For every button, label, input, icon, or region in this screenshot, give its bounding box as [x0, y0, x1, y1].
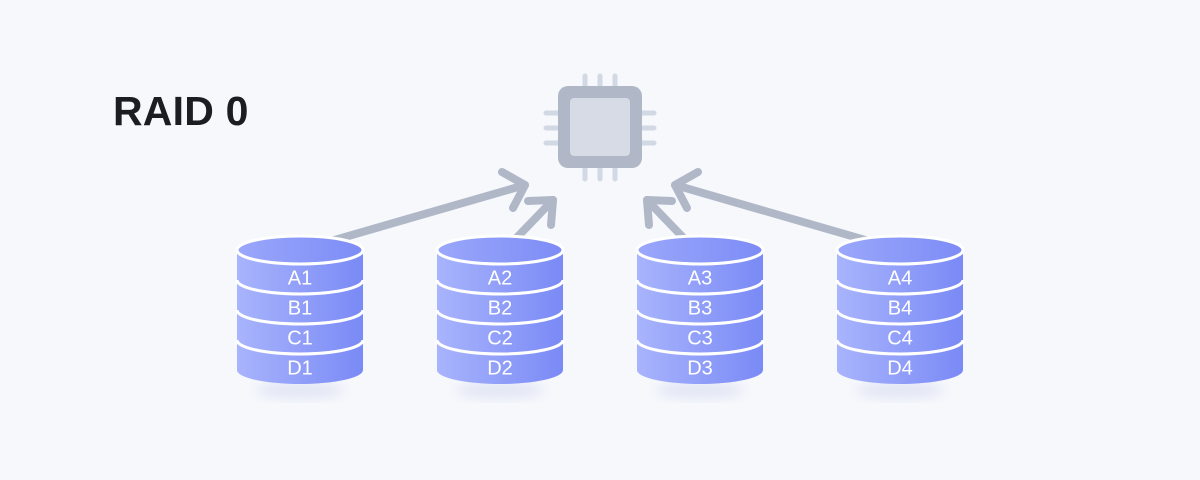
disk-block-label: D3 — [687, 357, 713, 379]
disk-block-label: B4 — [888, 297, 912, 319]
disk-block-label: D1 — [287, 357, 313, 379]
disk-body — [237, 250, 363, 384]
disk-block-label: B3 — [688, 297, 712, 319]
disk-shadow — [455, 382, 545, 398]
disk-block-label: C4 — [887, 327, 913, 349]
disk-separator — [235, 339, 365, 356]
disk-separator — [635, 279, 765, 296]
diagram-title: RAID 0 — [113, 88, 249, 134]
chip-core — [570, 98, 630, 156]
disk-block-label: C1 — [287, 327, 313, 349]
disk-block-label: A2 — [488, 267, 512, 289]
cpu-chip-icon — [543, 73, 657, 182]
disk-block-label: D2 — [487, 357, 513, 379]
disk-separator — [635, 309, 765, 326]
disk-block-label: A4 — [888, 267, 912, 289]
disk-shadow — [655, 382, 745, 398]
disk-separator — [835, 309, 965, 326]
disk-block-label: C2 — [487, 327, 513, 349]
disk-separator — [235, 309, 365, 326]
disk-shadow — [855, 382, 945, 398]
disk-body — [637, 250, 763, 384]
disk-separator — [635, 339, 765, 356]
disk-top — [635, 234, 765, 266]
disk-block-label: B1 — [288, 297, 312, 319]
chip-pins — [543, 73, 657, 182]
disk-top — [235, 234, 365, 266]
disk-block-label: C3 — [687, 327, 713, 349]
arrows — [296, 168, 904, 259]
disk-block-label: A3 — [688, 267, 712, 289]
disk-top — [435, 234, 565, 266]
disk-block-label: A1 — [288, 267, 312, 289]
disk-separator — [835, 339, 965, 356]
disk-separator — [235, 279, 365, 296]
disk-body — [837, 250, 963, 384]
disk-block-label: B2 — [488, 297, 512, 319]
disk-separator — [435, 339, 565, 356]
disk-block-label: D4 — [887, 357, 913, 379]
disk-body — [437, 250, 563, 384]
disk-separator — [435, 309, 565, 326]
disk-top — [835, 234, 965, 266]
disk-shadow — [255, 382, 345, 398]
disk-separator — [435, 279, 565, 296]
disk-separator — [835, 279, 965, 296]
